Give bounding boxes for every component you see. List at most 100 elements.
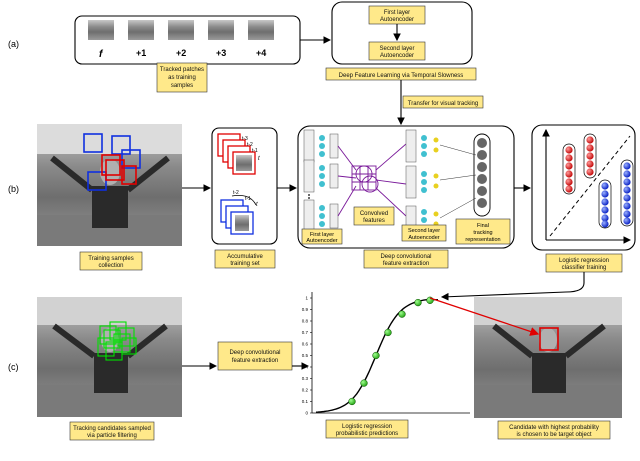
conv-network-frame xyxy=(297,125,515,249)
time-bottom-0: t-2 xyxy=(233,190,239,196)
prediction-point xyxy=(398,310,406,318)
accumulative-box xyxy=(214,249,276,269)
conv-extraction-2: feature extraction xyxy=(383,261,429,267)
first-layer-ae-2: Autoencoder xyxy=(306,238,337,244)
sigmoid-chart: 00.10.20.30.40.50.60.70.80.91 xyxy=(302,292,470,416)
green-candidate-boxes xyxy=(97,321,137,361)
second-ae-label-1: Second layer xyxy=(379,46,414,52)
frame-label-4: +4 xyxy=(256,48,266,58)
tracked-caption-2: as training xyxy=(168,75,196,81)
network-layer1 xyxy=(303,129,339,233)
final-rep-3: representation xyxy=(465,237,500,243)
red-class-points xyxy=(562,133,597,195)
blue-class-points xyxy=(598,159,634,229)
blue-sample-boxes xyxy=(83,133,141,191)
candidates-2: via particle filtering xyxy=(87,433,137,439)
y-tick-label: 0.3 xyxy=(302,376,309,381)
y-tick-label: 0.7 xyxy=(302,330,309,335)
red-arrow-to-target xyxy=(429,297,540,336)
conv-extraction-box xyxy=(363,249,449,269)
row-label-c: (c) xyxy=(8,362,19,372)
convolved-box xyxy=(353,206,395,226)
first-layer-ae-box xyxy=(301,228,343,245)
second-layer-ae-1: Second layer xyxy=(408,228,440,234)
time-bottom-1: t-1 xyxy=(245,196,251,202)
temporal-curve xyxy=(231,195,257,206)
time-bottom-2: t xyxy=(256,202,258,208)
y-tick-label: 0.4 xyxy=(302,365,309,370)
first-ae-label-2: Autoencoder xyxy=(380,17,414,23)
transfer-caption: Transfer for visual tracking xyxy=(408,101,478,107)
deep-conv-2: feature extraction xyxy=(232,358,278,364)
prediction-point xyxy=(384,328,392,337)
tracked-caption-box xyxy=(156,62,208,93)
conv-extraction-1: Deep convolutional xyxy=(380,254,431,260)
time-top-2: t-1 xyxy=(252,148,258,154)
row-label-a: (a) xyxy=(8,39,19,49)
candidate-photo xyxy=(37,297,182,417)
blue-patch-stack xyxy=(220,199,254,235)
convolved-2: features xyxy=(363,218,385,224)
predictions-2: probabilistic predictions xyxy=(336,431,398,437)
tracked-caption-1: Tracked patches xyxy=(160,67,204,73)
chosen-box xyxy=(497,420,611,440)
training-collection-2: collection xyxy=(98,263,123,269)
y-tick-label: 0.1 xyxy=(302,399,309,404)
y-tick-label: 1 xyxy=(305,296,308,301)
y-tick-label: 0.2 xyxy=(302,388,309,393)
arrow-logreg-to-chart xyxy=(440,272,585,301)
autoencoder-frame xyxy=(331,1,473,65)
logreg-train-2: classifier training xyxy=(562,265,607,271)
frame-label-1: +1 xyxy=(136,48,146,58)
frame-label-2: +2 xyxy=(176,48,186,58)
convolved-grid xyxy=(337,143,407,217)
first-ae-label-1: First layer xyxy=(384,10,410,16)
row-label-b: (b) xyxy=(8,184,19,194)
deep-conv-box xyxy=(217,341,293,371)
predictions-1: Logistic regression xyxy=(342,424,392,430)
first-layer-ae-1: First layer xyxy=(310,232,334,238)
prediction-point xyxy=(426,296,434,304)
training-photo xyxy=(37,124,182,246)
transfer-caption-box xyxy=(402,95,484,109)
second-layer-ae-2: Autoencoder xyxy=(408,235,439,241)
logreg-frame xyxy=(531,124,636,251)
chosen-target-box xyxy=(539,327,559,351)
y-tick-label: 0 xyxy=(305,411,308,416)
red-sample-boxes xyxy=(101,154,137,185)
y-tick-label: 0.6 xyxy=(302,342,309,347)
training-collection-box xyxy=(79,251,143,271)
predictions-box xyxy=(325,419,409,439)
prediction-point xyxy=(372,351,380,360)
logreg-train-1: Logistic regression xyxy=(559,258,609,264)
convolved-1: Convolved xyxy=(360,211,388,217)
final-rep-2: tracking xyxy=(473,230,492,236)
tracked-caption-3: samples xyxy=(171,83,193,89)
accumulative-1: Accumulative xyxy=(227,254,263,260)
final-rep-box xyxy=(455,218,511,245)
final-rep-1: Final xyxy=(477,223,489,229)
red-patch-stack xyxy=(217,133,256,175)
candidates-1: Tracking candidates sampled xyxy=(73,426,151,432)
accumulative-2: training set xyxy=(230,261,260,267)
frame-label-3: +3 xyxy=(216,48,226,58)
prediction-point xyxy=(348,397,356,406)
y-tick-label: 0.8 xyxy=(302,319,309,324)
final-representation-column xyxy=(439,133,491,219)
prediction-point xyxy=(360,379,368,387)
chosen-2: is chosen to be target object xyxy=(516,432,591,438)
network-layer2 xyxy=(405,129,439,235)
result-photo xyxy=(474,297,622,418)
training-collection-1: Training samples xyxy=(88,256,133,262)
deep-conv-1: Deep convolutional xyxy=(229,350,280,356)
tracked-patch-thumbs xyxy=(88,20,274,40)
second-ae-label-2: Autoencoder xyxy=(380,53,414,59)
candidates-box xyxy=(69,421,155,441)
time-top-3: t xyxy=(258,156,260,162)
accumulative-frame xyxy=(211,127,278,245)
logreg-boundary xyxy=(549,135,631,237)
y-tick-label: 0.9 xyxy=(302,307,309,312)
second-layer-ae-box xyxy=(401,224,447,242)
deep-learning-caption: Deep Feature Learning via Temporal Slown… xyxy=(339,73,464,79)
